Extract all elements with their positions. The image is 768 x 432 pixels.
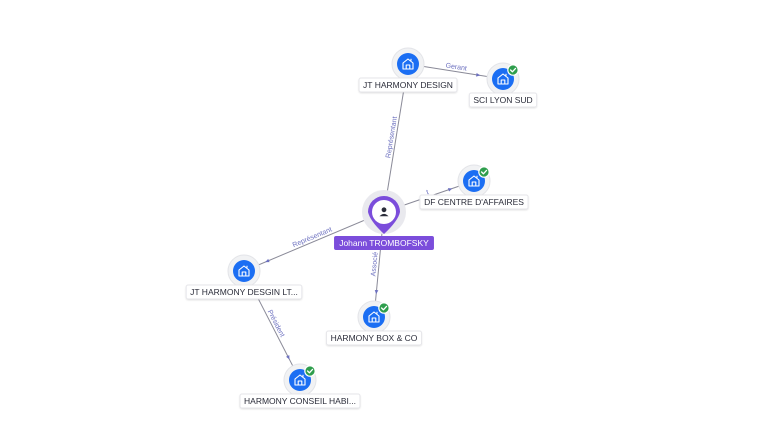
edge-label: Gerant: [445, 62, 467, 72]
node-harmony_box[interactable]: HARMONY BOX & CO: [325, 300, 423, 346]
node-sci_lyon_sud[interactable]: SCI LYON SUD: [468, 62, 538, 108]
node-jt_harmony_desgin_lt[interactable]: JT HARMONY DESGIN LT...: [185, 254, 303, 300]
node-label-box: [419, 194, 529, 210]
nodes-layer: JT HARMONY DESIGN SCI LYON SUD DF CENTRE D…: [185, 47, 538, 409]
node-jt_harmony_design[interactable]: JT HARMONY DESIGN: [358, 47, 458, 93]
building-icon: [497, 73, 509, 85]
check-badge-icon: [378, 302, 390, 314]
edge-label: Associé: [370, 251, 379, 276]
node-label: HARMONY BOX & CO: [331, 333, 418, 343]
node-label: Johann TROMBOFSKY: [339, 238, 429, 248]
building-icon: [238, 265, 250, 277]
node-label-box: [239, 393, 361, 409]
node-label: JT HARMONY DESGIN LT...: [190, 287, 298, 297]
edge-label: t: [426, 189, 430, 196]
node-label: DF CENTRE D'AFFAIRES: [424, 197, 524, 207]
person-label-box: [334, 236, 434, 250]
node-label: SCI LYON SUD: [473, 95, 532, 105]
node-df_centre_affaires[interactable]: DF CENTRE D'AFFAIRES: [419, 164, 529, 210]
node-core: [233, 260, 255, 282]
node-label: JT HARMONY DESIGN: [363, 80, 453, 90]
check-badge-icon: [304, 365, 316, 377]
check-badge-icon: [478, 166, 490, 178]
edge-arrow: [476, 73, 481, 77]
node-label-box: [358, 77, 458, 93]
edge-arrow: [265, 258, 270, 263]
node-core: [397, 53, 419, 75]
node-harmony_conseil[interactable]: HARMONY CONSEIL HABI...: [239, 363, 361, 409]
edge-label: Représentant: [292, 226, 333, 249]
edge-arrow: [374, 289, 379, 295]
building-icon: [368, 311, 380, 323]
check-badge-icon: [507, 64, 519, 76]
building-icon: [468, 175, 480, 187]
building-icon: [294, 374, 306, 386]
node-label-box: [325, 330, 423, 346]
node-label: HARMONY CONSEIL HABI...: [244, 396, 356, 406]
edge-label: Représentant: [385, 116, 399, 159]
building-icon: [402, 58, 414, 70]
edge-arrow: [447, 188, 453, 192]
person-icon: [379, 207, 389, 217]
node-label-box: [185, 284, 303, 300]
edge-arrow: [286, 355, 290, 360]
node-label-box: [468, 92, 538, 108]
node-johann[interactable]: Johann TROMBOFSKY: [334, 190, 434, 250]
edge-label: Président: [266, 309, 286, 339]
